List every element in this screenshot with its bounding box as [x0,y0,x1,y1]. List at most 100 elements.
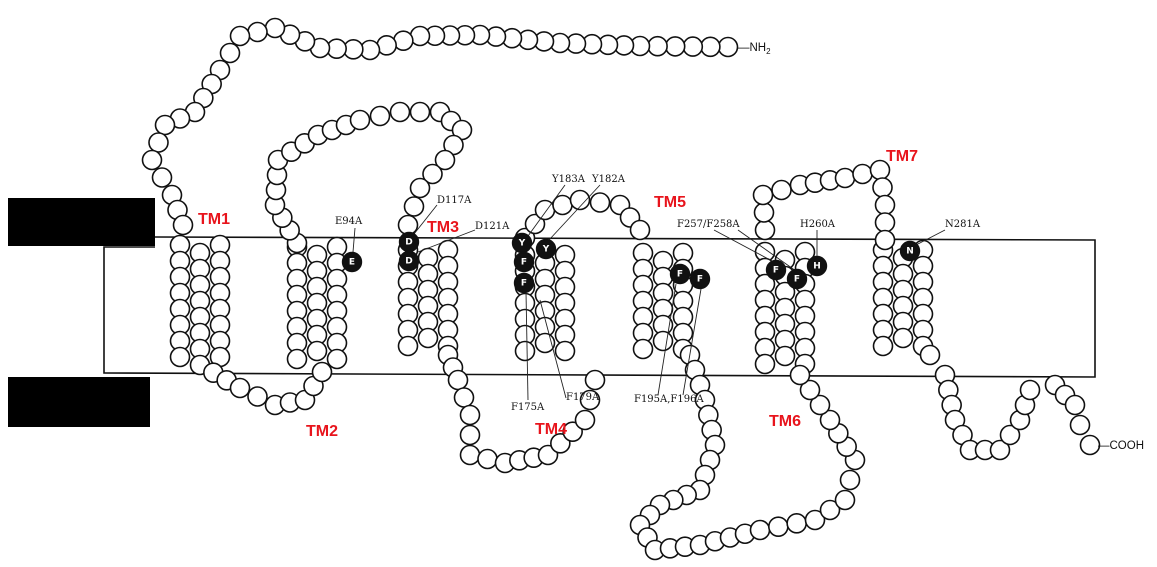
mutation-label-f257-f258a: F257/F258A [677,219,740,230]
residue [787,514,806,533]
residue-chain [143,19,1100,560]
tm5-label: TM5 [654,194,686,211]
mutant-residue-letter: D [405,257,412,267]
residue [371,107,390,126]
residue [776,347,795,366]
residue [143,151,162,170]
residue [516,342,535,361]
mutant-residue-letter: D [405,238,412,248]
mutant-residue-letter: H [813,262,821,272]
residue [1081,436,1100,455]
tm4-label: TM4 [535,421,567,438]
mutation-leader-line [353,228,355,252]
residue [405,197,424,216]
residue [1066,396,1085,415]
residue [455,388,474,407]
residue [399,337,418,356]
residue [266,19,285,38]
mutant-residue-letter: F [521,279,527,289]
residue [221,44,240,63]
residue [666,37,685,56]
residue [654,332,673,351]
residue [288,350,307,369]
mutant-residue-letter: F [773,266,779,276]
mutation-label-f179a: F179A [566,392,600,403]
mutation-label-d121a: D121A [475,221,510,232]
residue [153,168,172,187]
tm2-label: TM2 [306,423,338,440]
residue [248,23,267,42]
residue [171,348,190,367]
mutation-label-h260a: H260A [800,219,836,230]
residue [351,111,370,130]
mutation-label-y182a: Y182A [591,174,626,185]
residue [461,406,480,425]
residue [853,165,872,184]
residue [411,179,430,198]
mutation-label-f195a-f196a: F195A,F196A [634,394,704,405]
residue [876,213,895,232]
residue [921,346,940,365]
residue [174,216,193,235]
residue [841,471,860,490]
tm6-label: TM6 [769,413,801,430]
residue [308,342,327,361]
c-terminus-label: —COOH [1098,440,1144,452]
residue [399,216,418,235]
residue [1021,381,1040,400]
residue [755,203,774,222]
residue [772,181,791,200]
redaction-bar-lower [8,377,150,427]
mutant-residue-letter: Y [518,239,526,249]
mutation-label-n281a: N281A [945,219,981,230]
residue [873,178,892,197]
residue [634,340,653,359]
mutant-residue-letter: N [906,247,914,257]
tm1-label: TM1 [198,211,230,228]
residue [756,355,775,374]
residue [701,37,720,56]
residue [631,221,650,240]
residue [391,103,410,122]
residue [874,337,893,356]
residue [313,363,332,382]
mutant-residue-letter: F [794,275,800,285]
residue [411,103,430,122]
residue [231,379,250,398]
tm3-label: TM3 [427,219,459,236]
mutation-leader-line [916,230,945,245]
mutation-label-d117a: D117A [437,195,472,206]
mutation-label-y183a: Y183A [551,174,586,185]
residue [461,426,480,445]
residue [754,186,773,205]
residue [836,169,855,188]
membrane-bilayer-outline [104,237,1095,377]
residue [586,371,605,390]
residue [683,37,702,56]
residue [1071,416,1090,435]
residue [719,38,738,57]
residue [751,521,770,540]
mutant-residue-letter: E [349,258,355,268]
mutant-residue-letter: Y [542,245,550,255]
residue [591,193,610,212]
residue [156,116,175,135]
mutant-residue-letter: F [697,275,703,285]
residue [449,371,468,390]
residue [231,27,250,46]
mutant-residue-letter: F [521,258,527,268]
mutation-label-f175a: F175A [511,402,545,413]
residue [419,329,438,348]
residue [876,231,895,250]
residue [328,350,347,369]
redaction-bar-upper [8,198,155,246]
residue [876,196,895,215]
residue [648,37,667,56]
residue [478,450,497,469]
residue [756,221,775,240]
residue [461,446,480,465]
residue [769,517,788,536]
residue [576,411,595,430]
residue [248,387,267,406]
residue [149,133,168,152]
